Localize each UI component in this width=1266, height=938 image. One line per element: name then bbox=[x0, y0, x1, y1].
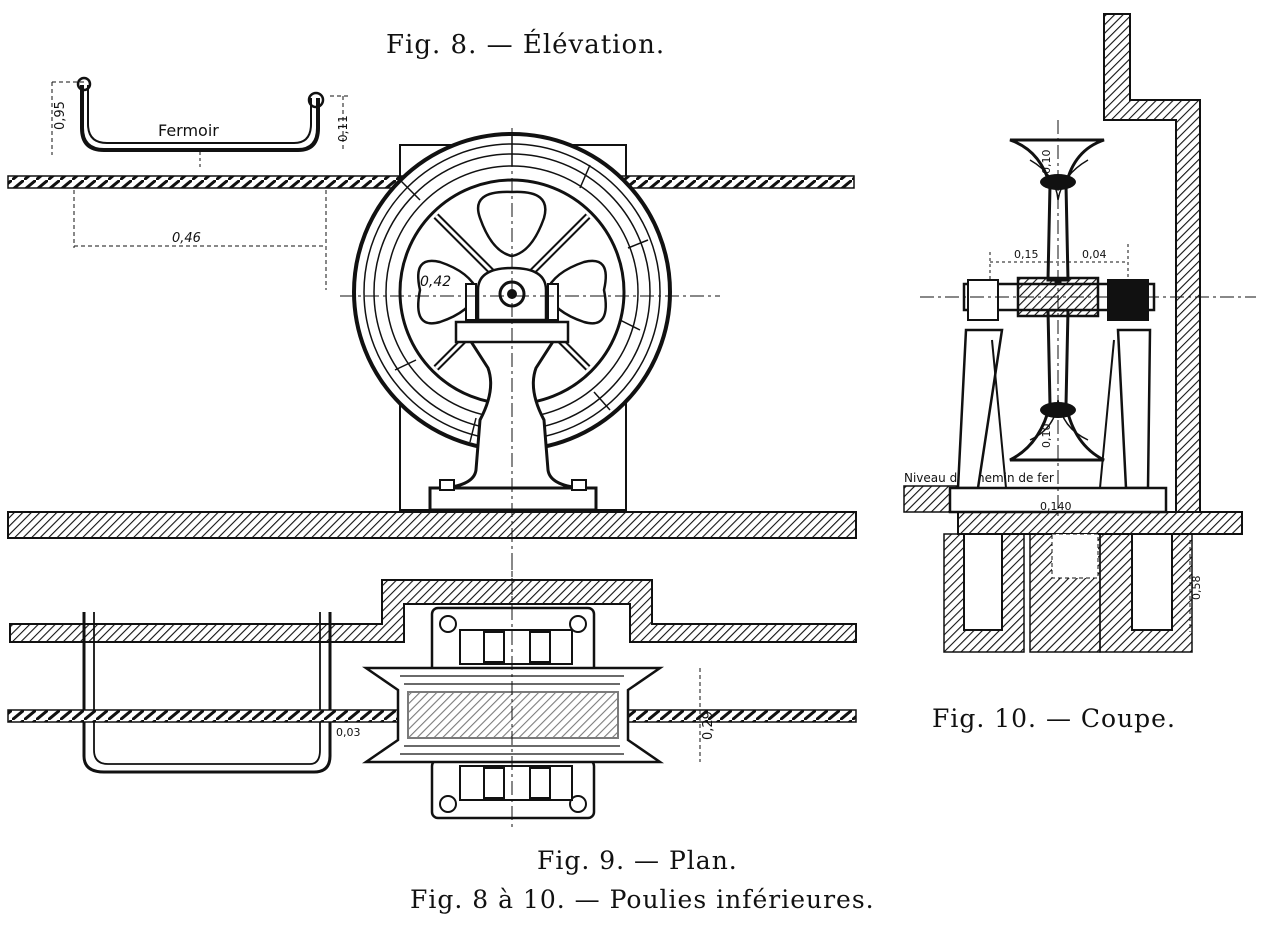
dim-004: 0,04 bbox=[1082, 248, 1107, 261]
dim-058: 0,58 bbox=[1190, 576, 1203, 601]
fig8-caption: Fig. 8. — Élévation. bbox=[386, 30, 666, 60]
dim-011: 0,11 bbox=[336, 115, 350, 142]
fig9-caption: Fig. 9. — Plan. bbox=[537, 846, 738, 875]
section-wall bbox=[1103, 13, 1201, 513]
fig9-plan: 0,03 0,29 bbox=[7, 556, 857, 830]
plan-wall bbox=[9, 579, 857, 643]
dim-042: 0,42 bbox=[420, 274, 451, 290]
figures-title: Fig. 8 à 10. — Poulies inférieures. bbox=[410, 885, 875, 914]
dim-003: 0,03 bbox=[336, 726, 361, 739]
fig10-caption: Fig. 10. — Coupe. bbox=[932, 704, 1176, 733]
dim-0140: 0,140 bbox=[1040, 500, 1072, 513]
dim-015: 0,15 bbox=[1014, 248, 1039, 261]
pedestal-base bbox=[428, 486, 598, 512]
fermoir-clip bbox=[80, 85, 320, 152]
dim-029: 0,29 bbox=[701, 711, 716, 740]
dim-010-top: 0,10 bbox=[1040, 150, 1053, 175]
ground-elevation bbox=[7, 511, 857, 539]
fermoir-plan bbox=[82, 612, 332, 774]
dim-046: 0,46 bbox=[172, 231, 201, 246]
dim-010-bottom: 0,10 bbox=[1040, 424, 1053, 449]
fig8-elevation: Fermoir 0,95 0,11 0,46 bbox=[7, 76, 857, 610]
dim-095: 0,95 bbox=[53, 101, 68, 130]
fermoir-label: Fermoir bbox=[158, 121, 219, 140]
fig10-section: Niveau du Chemin de fer 0,58 0,10 0,15 0… bbox=[903, 13, 1256, 653]
